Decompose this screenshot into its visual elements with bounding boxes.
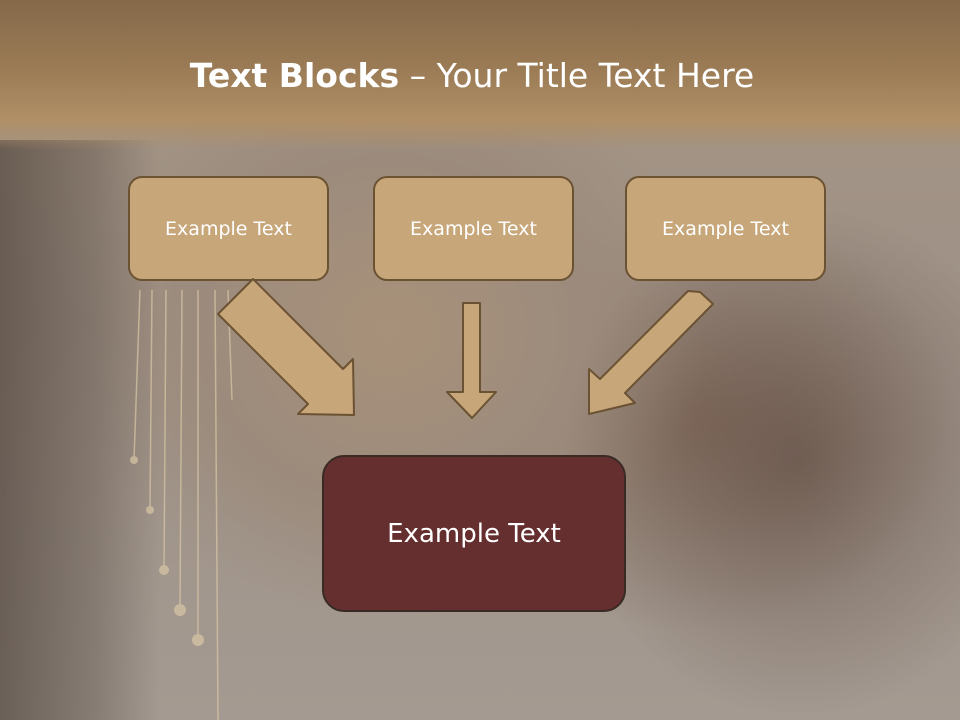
earring-decoration <box>130 289 233 720</box>
text-block-1-label: Example Text <box>165 217 292 240</box>
text-block-3-label: Example Text <box>662 217 789 240</box>
arrow-left-diagonal[interactable] <box>217 278 355 416</box>
text-block-1[interactable]: Example Text <box>128 176 329 281</box>
text-block-2[interactable]: Example Text <box>373 176 574 281</box>
main-text-block-label: Example Text <box>387 518 561 549</box>
main-text-block[interactable]: Example Text <box>322 455 626 612</box>
background-photo-shadow <box>560 200 960 720</box>
title-bold-part: Text Blocks <box>189 56 400 95</box>
title-bar <box>0 0 960 150</box>
text-block-3[interactable]: Example Text <box>625 176 826 281</box>
title-dash: – <box>399 56 437 95</box>
arrow-right-diagonal[interactable] <box>588 290 714 415</box>
title-rest: Your Title Text Here <box>436 56 755 95</box>
slide-title: Text Blocks – Your Title Text Here <box>0 56 944 95</box>
text-block-2-label: Example Text <box>410 217 537 240</box>
arrow-center-down[interactable] <box>446 302 497 419</box>
